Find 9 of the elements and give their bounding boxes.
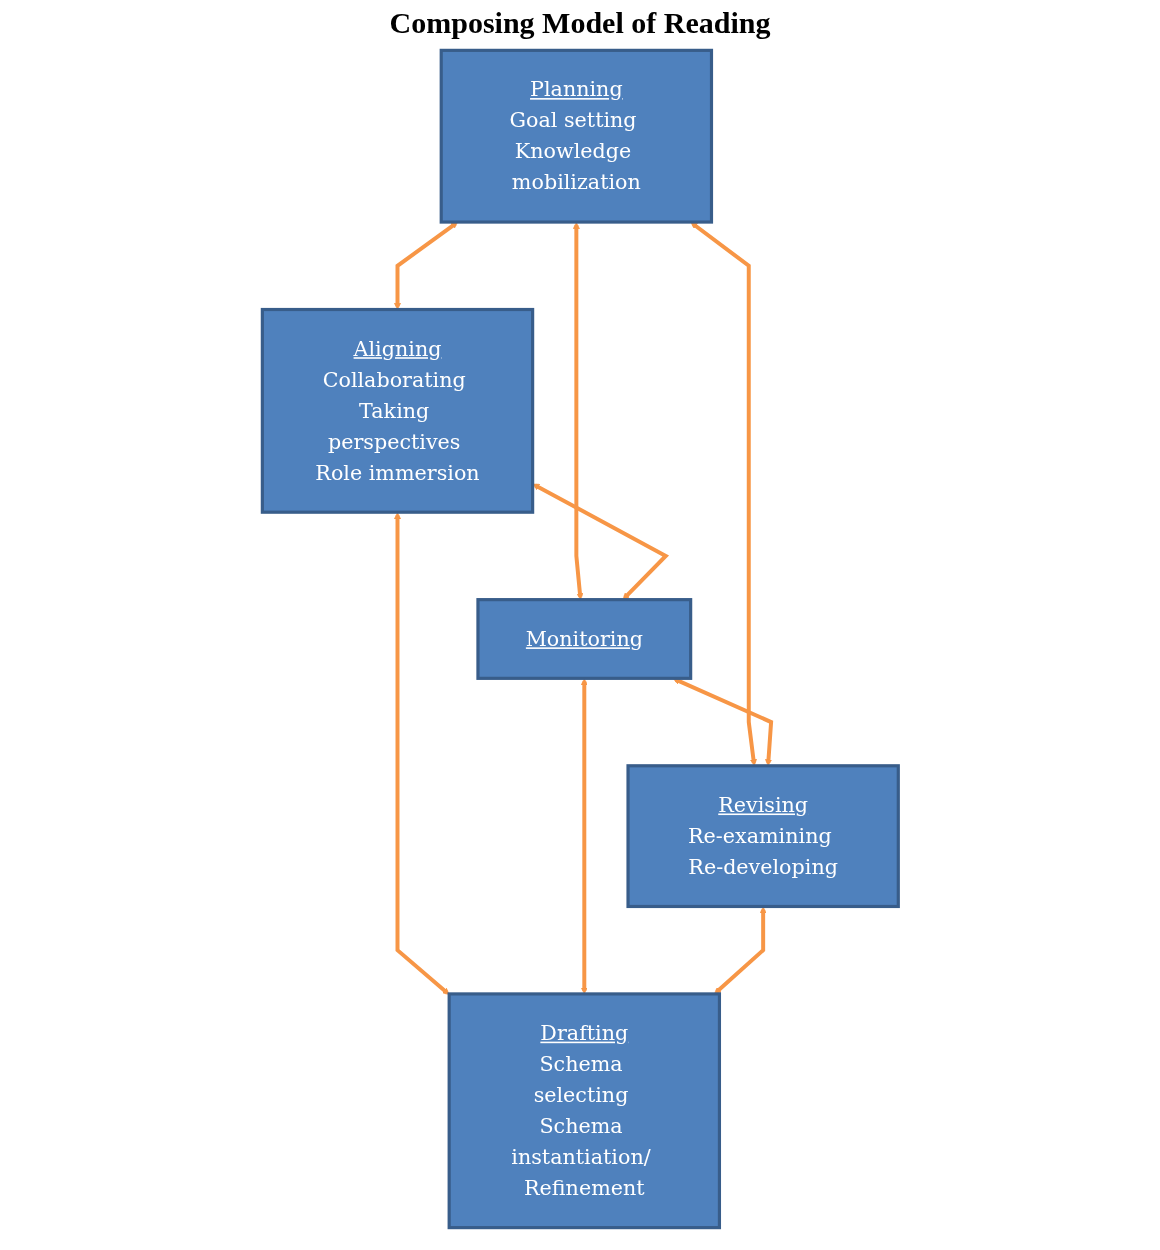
diagram-title: Composing Model of Reading [388,6,772,40]
arrow [713,906,767,995]
arrow [393,512,450,995]
arrow [572,222,584,600]
node-box: Drafting Schema selecting Schema instantiation/ Refinement [447,992,721,1230]
node-box: Aligning Collaborating Taking perspectives Role immersion [260,307,534,514]
node-box: Monitoring [476,598,692,680]
node-box: Planning Goal setting Knowledge mobilization [439,48,713,224]
node-box: Revising Re-examining Re-developing [626,764,900,909]
